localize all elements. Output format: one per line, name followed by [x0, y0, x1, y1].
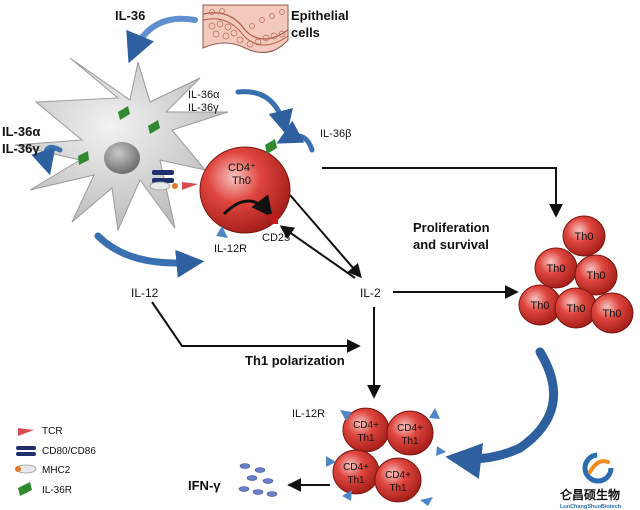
th0-cell: [574, 254, 618, 296]
legend-label: IL-36R: [42, 485, 72, 496]
il36-gamma-mid-label: IL-36γ: [188, 102, 219, 114]
dendritic-cell: [14, 57, 229, 232]
il12r-receptor-icon: [342, 490, 352, 501]
il12r-receptor-icon: [340, 410, 352, 421]
cd4-th0-cell: [199, 139, 291, 238]
il36-top-label: IL-36: [115, 8, 145, 23]
il2-label: IL-2: [360, 286, 381, 300]
il12r-top-label: IL-12R: [214, 243, 247, 255]
tcell-to-il2-arrow: [289, 194, 362, 279]
il12r-bottom-label: IL-12R: [292, 408, 325, 420]
th1-label: Th1: [357, 433, 375, 444]
th1-cell: [374, 457, 422, 503]
th0-cell-label: Th0: [587, 270, 606, 282]
il36-beta-label: IL-36β: [320, 128, 351, 140]
logo-subtext: LunChangShuoBiotech: [560, 504, 622, 510]
lunchangshuo-logo: 仑昌硕生物 LunChangShuoBiotech: [560, 452, 622, 510]
th1-label: Th1: [389, 483, 407, 494]
il12r-receptor-icon: [216, 226, 228, 238]
dc-bottom-curve-arrow: [94, 232, 205, 278]
il36r-icon: [148, 120, 160, 134]
cd25-label: CD25: [262, 232, 290, 244]
legend-item-cd80-cd86: CD80/CD86: [16, 446, 96, 457]
tcell-internal-arrow: [222, 194, 273, 218]
il36-alpha-mid-label: IL-36α: [188, 89, 220, 101]
th1-cd4-label: CD4+: [353, 420, 379, 431]
th1-label: Th1: [347, 475, 365, 486]
il36r-icon: [18, 482, 32, 496]
proliferation-label-line2: and survival: [413, 237, 489, 252]
th1-cd4-label: CD4+: [343, 462, 369, 473]
th0-cell-label: Th0: [531, 300, 550, 312]
dendritic-cell-nucleus: [104, 142, 140, 174]
th0-cell-label: Th0: [603, 308, 622, 320]
il36r-icon: [78, 151, 89, 165]
il12r-receptor-icon: [420, 497, 433, 506]
il12r-receptor-icon: [326, 456, 336, 467]
il36ag-left-loop-arrow: [31, 144, 63, 176]
legend-label: TCR: [42, 426, 63, 437]
cd80-cd86-icon: [16, 446, 36, 450]
il2-to-cd25-arrow: [279, 225, 356, 279]
th1-label: Th1: [401, 436, 419, 447]
il36ag-to-tcell-arrow: [235, 89, 293, 136]
th0-cell: [590, 292, 634, 334]
il36r-receptors-dc: [78, 106, 160, 165]
legend-item-tcr: TCR: [18, 426, 63, 437]
th0-cell: [562, 215, 606, 257]
il12-label: IL-12: [131, 286, 159, 300]
legend: TCR CD80/CD86 MHC2 IL-36R: [15, 426, 96, 496]
cd4-label: CD4⁺: [228, 162, 256, 174]
cd25-receptor-icon: [268, 214, 278, 224]
logo-text: 仑昌硕生物: [560, 487, 620, 502]
proliferation-label-line1: Proliferation: [413, 220, 490, 235]
ifn-gamma-dots: [238, 463, 278, 497]
ifn-gamma-label: IFN-γ: [188, 478, 221, 493]
il36-alpha-left-label: IL-36α: [2, 124, 40, 139]
th0-cell-label: Th0: [567, 303, 586, 315]
epithelial-label-line1: Epithelial: [291, 8, 349, 23]
th0-cell-label: Th0: [547, 263, 566, 275]
il36-gamma-left-label: IL-36γ: [2, 141, 40, 156]
synapse-molecules: [149, 170, 198, 191]
tcr-icon: [18, 428, 34, 436]
th1-polarization-label: Th1 polarization: [245, 353, 345, 368]
tcell-to-cluster-arrow: [322, 167, 563, 218]
il36b-loop-arrow: [276, 120, 315, 153]
th1-cd4-label: CD4+: [397, 423, 423, 434]
il12-polarization-arrow: [151, 301, 361, 353]
il36r-icon: [265, 139, 277, 154]
legend-item-il36r: IL-36R: [18, 482, 72, 496]
legend-label: CD80/CD86: [42, 446, 96, 457]
th1-cd4-label: CD4+: [385, 470, 411, 481]
cluster-to-th1-arrow: [445, 347, 559, 479]
il36r-icon: [118, 106, 130, 120]
il12r-receptor-icon: [436, 446, 446, 456]
il12r-receptor-icon: [429, 408, 440, 419]
th0-label: Th0: [232, 175, 251, 187]
epithelium-to-dc-arrow: [126, 15, 198, 64]
legend-label: MHC2: [42, 465, 71, 476]
legend-item-mhc2: MHC2: [15, 464, 71, 476]
epithelial-tissue-illustration: [202, 4, 289, 53]
epithelial-label-line2: cells: [291, 25, 320, 40]
th1-cell: [386, 410, 434, 456]
th0-cell-label: Th0: [575, 231, 594, 243]
